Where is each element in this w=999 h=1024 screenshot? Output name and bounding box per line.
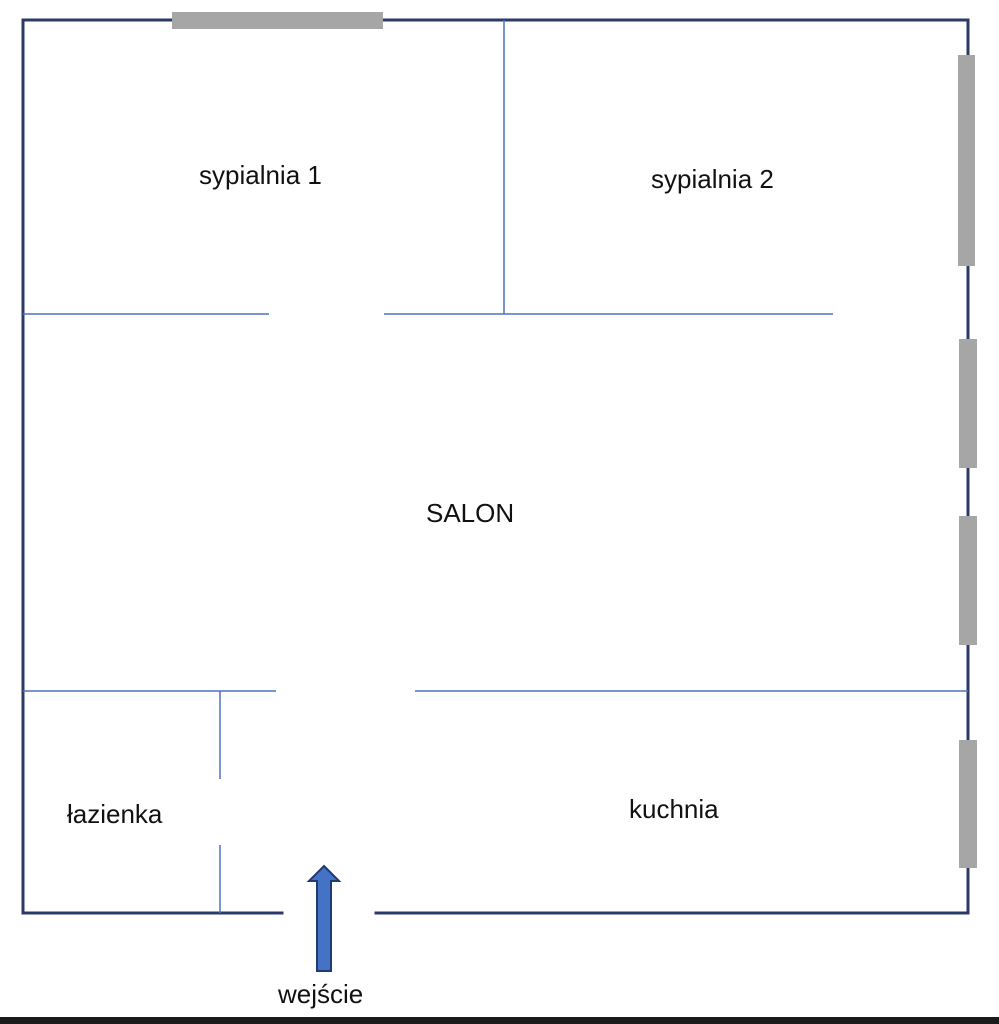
window-right-1: [958, 55, 975, 266]
room-label-living-room: SALON: [426, 498, 514, 528]
bottom-edge-bar: [0, 1017, 999, 1024]
entrance-arrow-icon: [306, 864, 342, 972]
window-right-3: [959, 516, 977, 645]
windows: [172, 12, 977, 868]
window-right-2: [959, 339, 977, 468]
room-label-kitchen: kuchnia: [629, 794, 719, 824]
window-top: [172, 12, 383, 29]
interior-walls: [23, 20, 968, 913]
room-label-bedroom-2: sypialnia 2: [651, 164, 774, 194]
window-right-4: [959, 740, 977, 868]
outer-walls: [21, 18, 970, 915]
entrance-label: wejście: [277, 979, 363, 1009]
room-label-bathroom: łazienka: [67, 799, 163, 829]
room-label-bedroom-1: sypialnia 1: [199, 160, 322, 190]
